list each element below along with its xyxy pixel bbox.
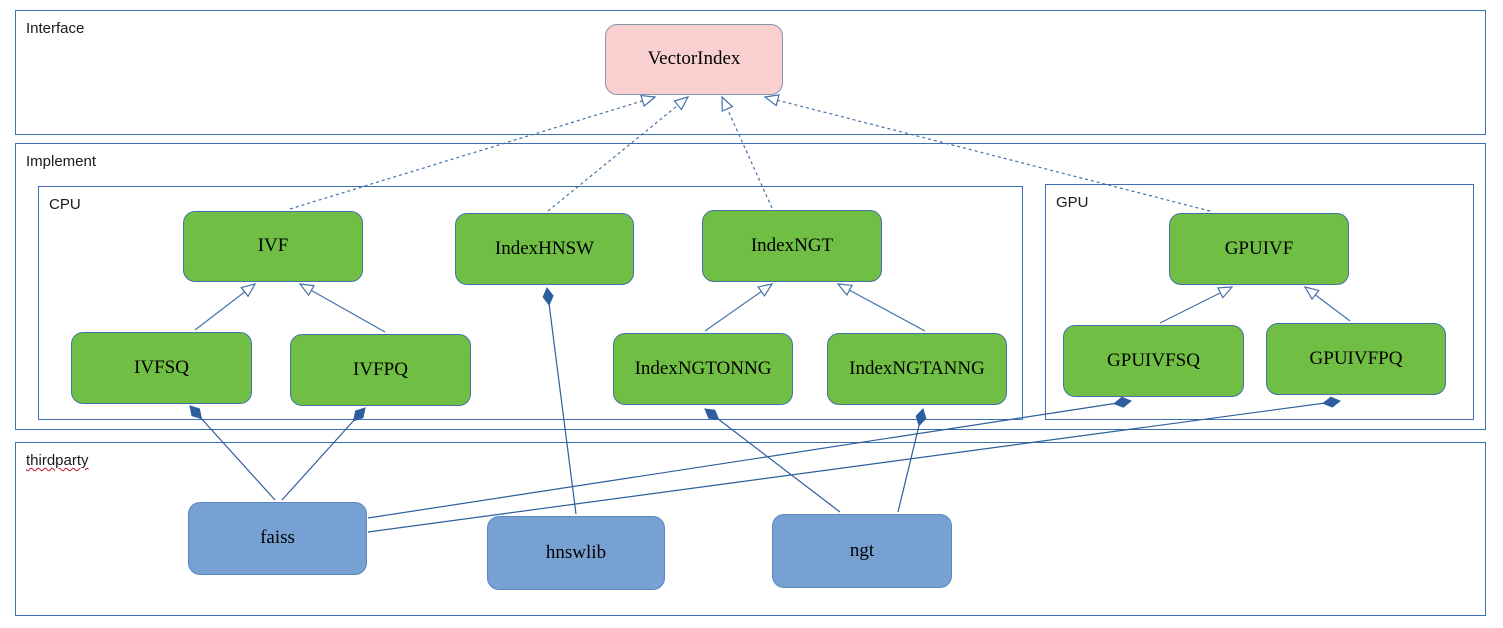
class-node-label: IVFSQ	[134, 356, 189, 378]
class-node-indexngtanng[interactable]: IndexNGTANNG	[827, 333, 1007, 405]
class-node-label: faiss	[260, 527, 295, 549]
class-node-label: hnswlib	[545, 541, 607, 563]
class-node-indexngt[interactable]: IndexNGT	[702, 210, 882, 282]
class-node-gpuivf[interactable]: GPUIVF	[1169, 213, 1349, 285]
class-node-label: IVF	[257, 235, 289, 257]
class-node-gpuivfpq[interactable]: GPUIVFPQ	[1266, 323, 1446, 395]
group-label-interface: Interface	[26, 20, 85, 37]
class-node-label: IVFPQ	[353, 358, 408, 380]
class-node-label: GPUIVFSQ	[1107, 349, 1200, 371]
class-node-label: VectorIndex	[647, 48, 741, 70]
group-label-gpu: GPU	[1056, 194, 1089, 211]
class-node-indexngtonng[interactable]: IndexNGTONNG	[613, 333, 793, 405]
class-node-faiss[interactable]: faiss	[188, 502, 367, 575]
class-node-ivf[interactable]: IVF	[183, 211, 363, 282]
class-node-label: IndexNGT	[750, 234, 834, 256]
class-node-label: GPUIVF	[1224, 237, 1294, 259]
group-label-thirdparty: thirdparty	[26, 452, 89, 469]
class-node-hnswlib[interactable]: hnswlib	[487, 516, 665, 590]
class-node-label: IndexNGTANNG	[849, 357, 985, 379]
group-label-implement: Implement	[26, 153, 97, 170]
class-node-label: GPUIVFPQ	[1309, 347, 1403, 369]
class-node-ivfpq[interactable]: IVFPQ	[290, 334, 471, 406]
class-node-label: IndexHNSW	[494, 237, 595, 259]
class-node-gpuivfsq[interactable]: GPUIVFSQ	[1063, 325, 1244, 397]
class-node-vectorindex[interactable]: VectorIndex	[605, 24, 783, 95]
class-node-ivfsq[interactable]: IVFSQ	[71, 332, 252, 404]
class-node-indexhnsw[interactable]: IndexHNSW	[455, 213, 634, 285]
class-node-ngt[interactable]: ngt	[772, 514, 952, 588]
class-node-label: ngt	[849, 539, 875, 561]
group-label-cpu: CPU	[49, 196, 81, 213]
class-node-label: IndexNGTONNG	[634, 357, 772, 379]
